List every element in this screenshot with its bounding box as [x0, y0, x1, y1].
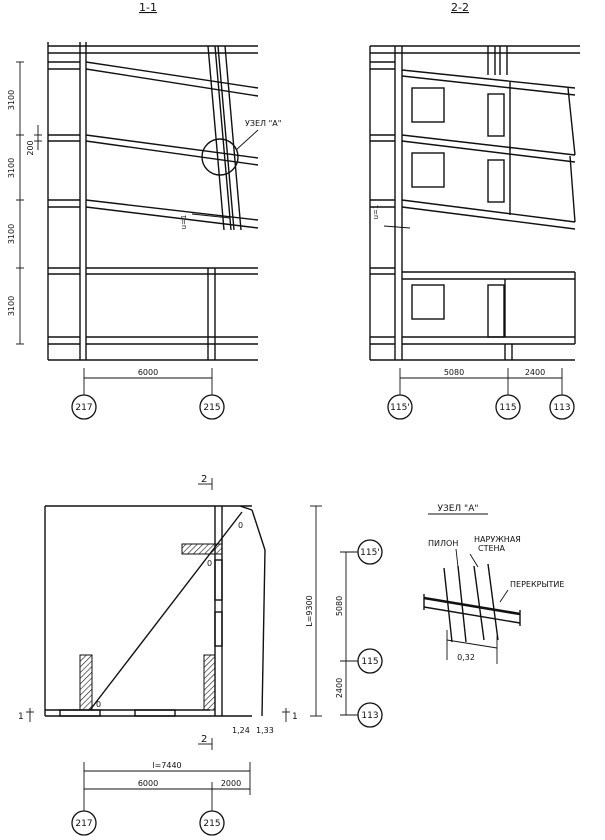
svg-text:217: 217: [75, 819, 92, 829]
section-1-1: 1-1: [7, 1, 281, 420]
svg-text:215: 215: [203, 403, 220, 413]
axis-bubble-115p-a: 115': [387, 394, 413, 420]
section-2-2-title: 2-2: [451, 1, 469, 14]
section-2-2-gap-label: u=1: [372, 205, 380, 220]
section-2-2-bottom-dims: 5080 2400: [399, 368, 563, 395]
plan-bottom-dims: l=7440 6000 2000: [83, 761, 251, 815]
node-a-callout: УЗЕЛ "А": [245, 119, 281, 128]
dim-5080-a: 5080: [444, 368, 464, 377]
dim-L-9300: L=9300: [305, 595, 314, 627]
label-outer-wall-1: НАРУЖНАЯ: [474, 535, 521, 544]
dim-3100-c: 3100: [7, 224, 16, 244]
dim-0-32: 0,32: [457, 653, 475, 662]
zero-label-b: 0: [207, 559, 212, 568]
plan-view: 2 2 1 1: [18, 474, 383, 836]
axis-bubble-115-b: 115: [357, 648, 383, 674]
svg-text:113: 113: [361, 711, 378, 721]
plan-outline: [44, 505, 266, 717]
label-pylon: ПИЛОН: [428, 539, 458, 548]
section-1-1-title: 1-1: [139, 1, 157, 14]
dim-6000-b: 6000: [138, 779, 158, 788]
dim-3100-a: 3100: [7, 90, 16, 110]
zero-label-a: 0: [96, 700, 101, 709]
dim-2400-b: 2400: [335, 678, 344, 698]
cut-mark-1-right: 1: [292, 712, 298, 722]
axis-bubble-115-a: 115: [495, 394, 521, 420]
section-1-1-bottom-dim: 6000: [83, 368, 213, 395]
svg-text:215: 215: [203, 819, 220, 829]
section-2-2-frame: [369, 45, 580, 361]
axis-bubble-217-b: 217: [71, 810, 97, 836]
dim-offset-200: 200: [26, 140, 35, 155]
dim-1-24: 1,24: [232, 726, 250, 735]
axis-bubble-113-b: 113: [357, 702, 383, 728]
dim-6000: 6000: [138, 368, 158, 377]
node-a-detail: УЗЕЛ "А" ПИЛОН НАРУЖНАЯ СТЕНА ПЕРЕКРЫТИЕ…: [423, 504, 564, 664]
svg-text:115': 115': [390, 403, 410, 413]
dim-3100-d: 3100: [7, 296, 16, 316]
svg-text:217: 217: [75, 403, 92, 413]
section-1-1-gap-label: u=1: [180, 215, 188, 230]
svg-text:113: 113: [553, 403, 570, 413]
pylon-left: [79, 654, 93, 711]
zero-label-c: 0: [238, 521, 243, 530]
dim-5080-b: 5080: [335, 596, 344, 616]
pylon-right: [203, 654, 216, 711]
node-a-title: УЗЕЛ "А": [437, 504, 478, 514]
label-floor-slab: ПЕРЕКРЫТИЕ: [510, 580, 564, 589]
svg-text:115': 115': [360, 548, 380, 558]
axis-bubble-217-a: 217: [71, 394, 97, 420]
section-1-1-left-dims: 3100 3100 3100 3100 200: [7, 61, 42, 345]
section-2-2: 2-2: [369, 1, 580, 420]
dim-3100-b: 3100: [7, 158, 16, 178]
axis-bubble-113-a: 113: [549, 394, 575, 420]
pylon-top: [181, 543, 223, 555]
dim-l-7440: l=7440: [152, 761, 181, 770]
dim-2000: 2000: [221, 779, 241, 788]
dim-2400-a: 2400: [525, 368, 545, 377]
cut-mark-2-top: 2: [201, 474, 207, 485]
axis-bubble-215-a: 215: [199, 394, 225, 420]
cut-mark-2-bottom: 2: [201, 734, 207, 745]
section-1-1-frame: [47, 42, 259, 361]
axis-bubble-215-b: 215: [199, 810, 225, 836]
label-outer-wall-2: СТЕНА: [478, 544, 506, 553]
svg-text:115: 115: [499, 403, 516, 413]
axis-bubble-115p-b: 115': [357, 539, 383, 565]
svg-text:115: 115: [361, 657, 378, 667]
dim-1-33: 1,33: [256, 726, 274, 735]
plan-right-dims: L=9300 5080 2400: [305, 505, 358, 717]
cut-mark-1-left: 1: [18, 712, 24, 722]
